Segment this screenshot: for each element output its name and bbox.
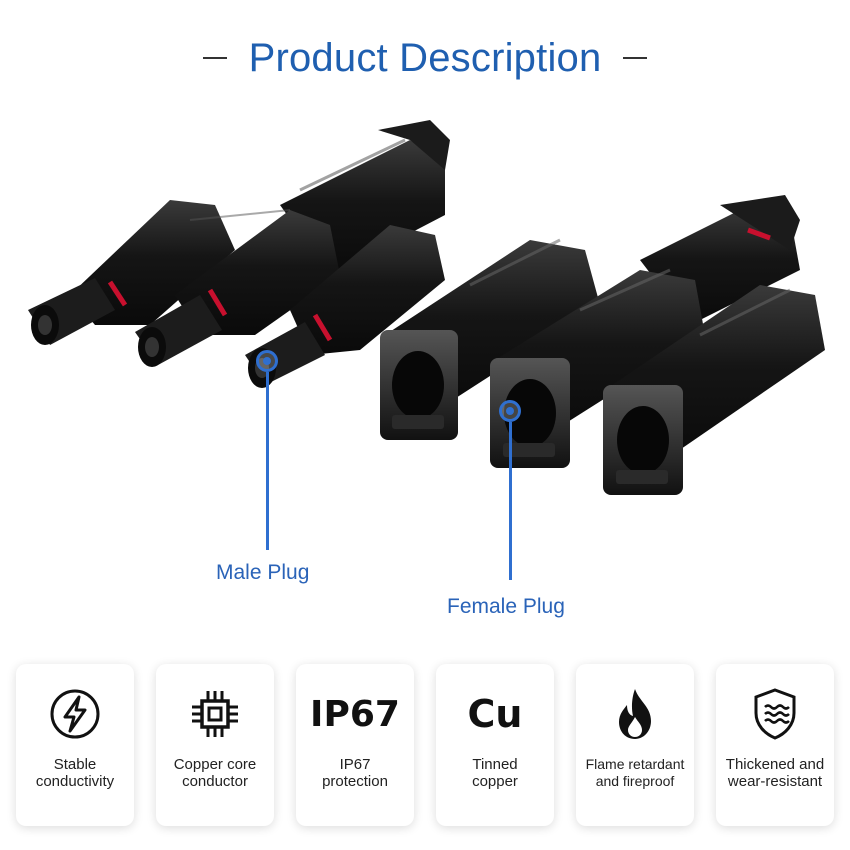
title-dash-left bbox=[202, 57, 227, 59]
female-connector bbox=[380, 195, 825, 495]
male-connector bbox=[28, 120, 450, 388]
female-plug-label: Female Plug bbox=[447, 595, 565, 618]
ip67-icon: IP67 bbox=[310, 693, 400, 735]
female-plug-callout-dot bbox=[499, 400, 521, 422]
flame-icon bbox=[576, 682, 694, 746]
title-dash-right bbox=[623, 57, 648, 59]
male-plug-label: Male Plug bbox=[216, 561, 310, 584]
male-plug-callout-dot bbox=[256, 350, 278, 372]
cu-icon: Cu bbox=[467, 692, 523, 736]
male-plug-callout-line bbox=[266, 372, 269, 550]
chip-icon bbox=[156, 682, 274, 746]
lightning-circle-icon bbox=[16, 682, 134, 746]
page-title: Product Description bbox=[248, 35, 602, 80]
branch-connector-image bbox=[28, 120, 825, 495]
female-plug-callout-line bbox=[509, 422, 512, 580]
title-row: Product Description bbox=[0, 30, 850, 86]
shield-waves-icon bbox=[716, 682, 834, 746]
